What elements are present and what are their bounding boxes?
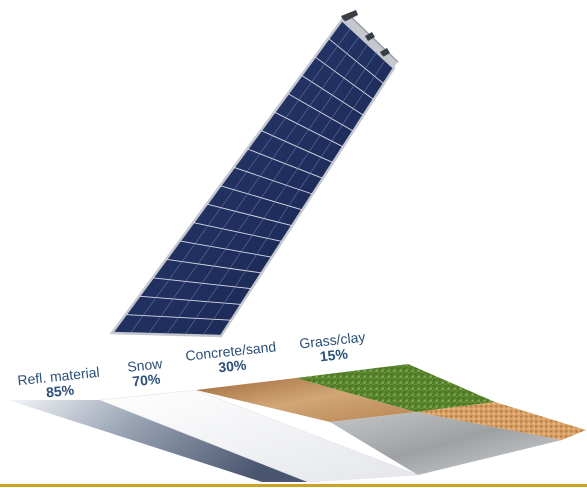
clay-surface <box>416 402 586 440</box>
ground-surfaces <box>8 364 586 483</box>
sand-surface <box>196 378 416 422</box>
concrete-surface <box>330 412 562 475</box>
reflective-material-surface <box>8 400 308 482</box>
bottom-accent-line <box>0 484 587 487</box>
snow-label: Snow 70% <box>126 355 165 389</box>
solar-panel-icon <box>109 10 399 338</box>
grass-surface <box>296 364 495 412</box>
